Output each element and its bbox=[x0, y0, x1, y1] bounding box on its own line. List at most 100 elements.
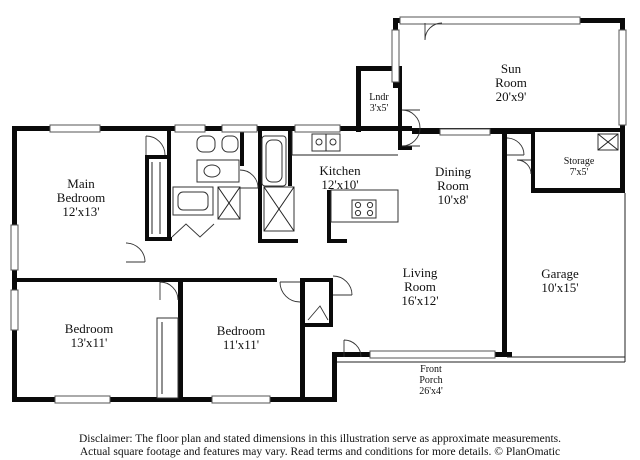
hall-closet-wall bbox=[145, 155, 149, 241]
door-swing bbox=[125, 242, 146, 263]
room-name: Sun Room bbox=[495, 61, 527, 90]
sun-room-label: Sun Room 20'x9' bbox=[495, 62, 527, 104]
fixtures bbox=[151, 131, 626, 399]
window bbox=[49, 124, 101, 133]
room-name: Bedroom bbox=[64, 321, 114, 336]
bedrooms-north-wall bbox=[17, 278, 182, 282]
window bbox=[618, 29, 627, 126]
door-swing bbox=[239, 169, 259, 189]
burner bbox=[354, 209, 362, 217]
room-dimensions: 10'x8' bbox=[437, 192, 469, 207]
window bbox=[10, 224, 19, 271]
room-dimensions: 10'x15' bbox=[541, 280, 579, 295]
room-dimensions: 12'x13' bbox=[62, 204, 100, 219]
sink-drain bbox=[329, 138, 337, 146]
door-swing bbox=[145, 135, 166, 156]
window bbox=[391, 29, 400, 83]
hall-closet-top bbox=[145, 155, 167, 159]
front-porch-label: Front Porch 26'x4' bbox=[419, 364, 443, 397]
room-name: Garage bbox=[541, 266, 579, 281]
window bbox=[10, 289, 19, 331]
hall-closet-bottom bbox=[145, 237, 172, 241]
room-dimensions: 13'x11' bbox=[70, 335, 108, 350]
bedroom-right-label: Bedroom 11'x11' bbox=[217, 324, 265, 352]
closet-east-wall bbox=[329, 278, 333, 324]
porch-side-wall bbox=[332, 352, 337, 402]
garage-label: Garage 10'x15' bbox=[541, 267, 579, 295]
window bbox=[221, 124, 258, 133]
room-name: Front Porch bbox=[419, 364, 443, 386]
laundry-label: Lndr 3'x5' bbox=[369, 92, 388, 114]
south-wall bbox=[12, 397, 337, 402]
sink bbox=[196, 135, 216, 153]
bathtub-basin bbox=[265, 139, 283, 183]
storage-east-wall bbox=[620, 130, 625, 193]
stove bbox=[351, 199, 377, 219]
storage-west-wall bbox=[531, 130, 535, 192]
door-swing bbox=[401, 127, 421, 147]
laundry-north-wall bbox=[356, 66, 398, 71]
window bbox=[174, 124, 206, 133]
room-name: Main Bedroom bbox=[56, 176, 106, 205]
dining-room-label: Dining Room 10'x8' bbox=[435, 165, 471, 207]
room-dimensions: 12'x10' bbox=[321, 177, 359, 192]
sink-drain bbox=[315, 138, 323, 146]
kitchen-peninsula-wall bbox=[327, 190, 331, 243]
door-swing bbox=[506, 137, 525, 156]
window bbox=[211, 395, 271, 404]
dining-entry-wall bbox=[398, 146, 412, 150]
shower-basin bbox=[177, 191, 209, 211]
storage-south-wall bbox=[531, 188, 624, 193]
linen-x bbox=[217, 186, 241, 220]
room-name: Lndr bbox=[369, 92, 389, 103]
room-dimensions: 20'x9' bbox=[495, 89, 527, 104]
door-swing bbox=[279, 281, 301, 303]
door-swing bbox=[516, 159, 532, 175]
burner bbox=[366, 201, 374, 209]
room-name: Storage bbox=[563, 156, 595, 167]
living-room-label: Living Room 16'x12' bbox=[401, 266, 438, 308]
closet-divider-wall bbox=[305, 323, 333, 327]
kitchen-counter bbox=[291, 131, 398, 156]
window bbox=[369, 350, 496, 359]
bedroom-divider-wall bbox=[178, 278, 183, 402]
storage-x bbox=[597, 133, 619, 151]
room-dimensions: 11'x11' bbox=[222, 337, 260, 352]
disclaimer-line-1: Disclaimer: The floor plan and stated di… bbox=[78, 433, 562, 445]
bifold-door bbox=[171, 223, 215, 238]
door-swing bbox=[343, 339, 362, 358]
pantry-x bbox=[263, 186, 295, 232]
room-name: Living Room bbox=[402, 265, 438, 294]
window bbox=[294, 124, 341, 133]
kitchen-label: Kitchen 12'x10' bbox=[319, 164, 360, 192]
burner bbox=[366, 209, 374, 217]
bedroom-left-label: Bedroom 13'x11' bbox=[65, 322, 113, 350]
window bbox=[439, 128, 491, 136]
room-name: Dining Room bbox=[434, 164, 472, 193]
laundry-east-wall bbox=[398, 66, 402, 150]
sink bbox=[221, 135, 239, 153]
closet-north-wall bbox=[305, 278, 333, 282]
windows bbox=[10, 16, 627, 404]
burner bbox=[354, 201, 362, 209]
north-wall bbox=[12, 126, 412, 131]
doors bbox=[125, 22, 532, 358]
door-swing bbox=[401, 109, 421, 129]
room-dimensions: 16'x12' bbox=[401, 293, 439, 308]
room-dimensions: 26'x4' bbox=[419, 386, 443, 397]
bath-west-wall bbox=[167, 131, 171, 241]
garage-west-wall bbox=[502, 130, 507, 357]
room-name: Kitchen bbox=[319, 163, 361, 178]
disclaimer-line-2: Actual square footage and features may v… bbox=[79, 446, 561, 458]
kitchen-west-wall bbox=[258, 131, 262, 243]
main-bedroom-label: Main Bedroom 12'x13' bbox=[57, 177, 105, 219]
room-dimensions: 7'x5' bbox=[569, 167, 589, 178]
laundry-west-wall bbox=[356, 66, 361, 132]
storage-label: Storage 7'x5' bbox=[564, 156, 595, 178]
sunroom-south-wall bbox=[412, 128, 625, 132]
bedroom-right-north-wall bbox=[182, 278, 277, 282]
window bbox=[399, 16, 581, 25]
disclaimer: Disclaimer: The floor plan and stated di… bbox=[0, 433, 640, 459]
